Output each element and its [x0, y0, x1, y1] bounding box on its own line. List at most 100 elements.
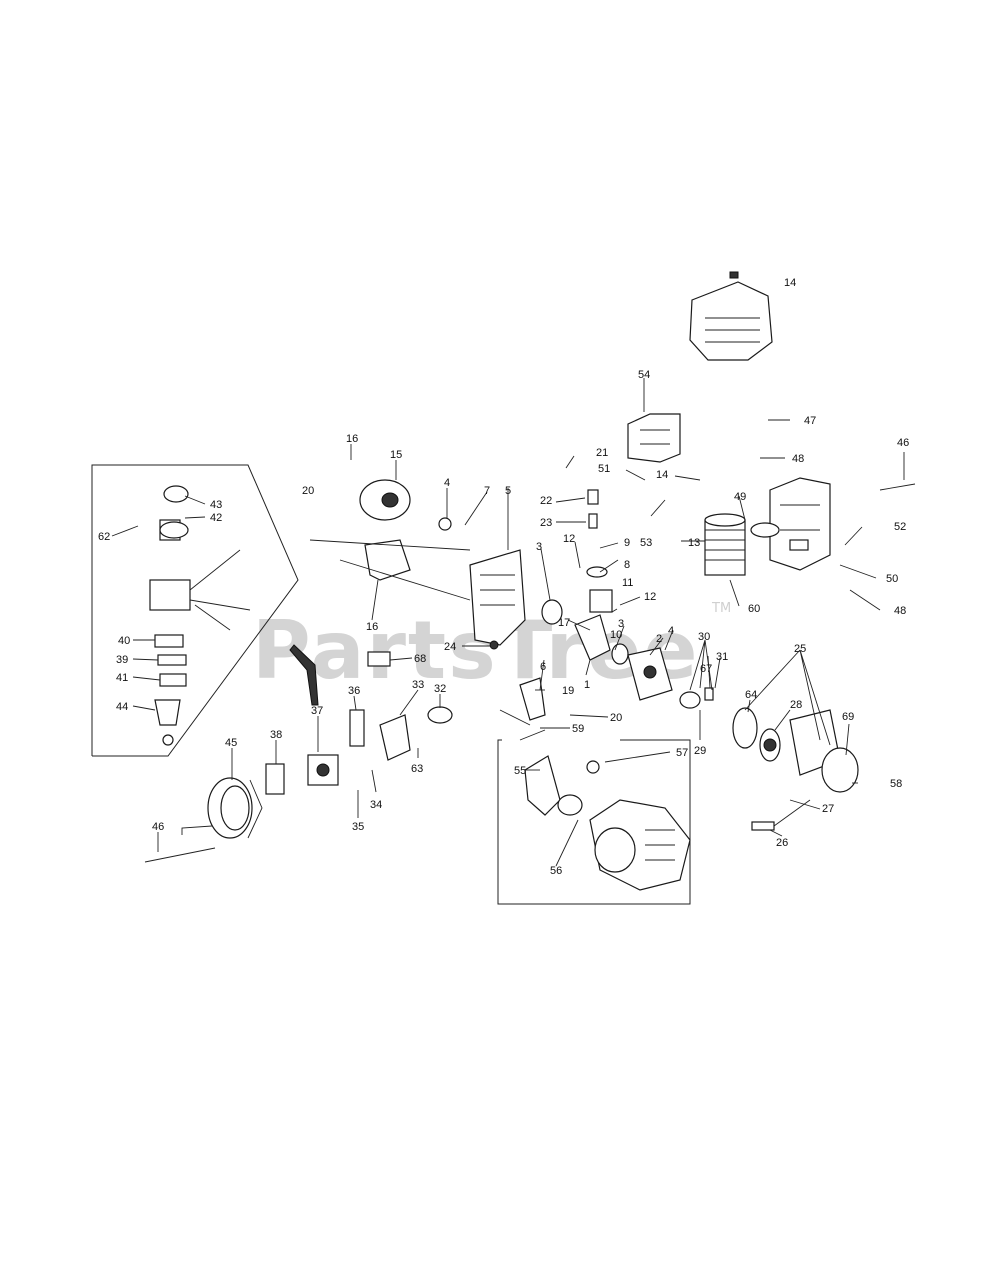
- callout-27: 27: [822, 803, 834, 815]
- callout-16: 16: [346, 433, 358, 445]
- flywheel-parts: [679, 687, 714, 709]
- carburetor-assembly-part: [149, 485, 251, 746]
- callout-15: 15: [390, 449, 402, 461]
- clutch-drum-part: [359, 479, 411, 521]
- starter-handle-part: [751, 799, 811, 831]
- intake-parts: [349, 706, 453, 761]
- muffler-gasket-part: [750, 522, 780, 538]
- callout-69: 69: [842, 711, 854, 723]
- callout-58: 58: [890, 778, 902, 790]
- crankcase-part: [309, 539, 526, 646]
- callout-7: 7: [484, 485, 490, 497]
- callout-50: 50: [886, 573, 898, 585]
- callout-36: 36: [348, 685, 360, 697]
- carburetor-detail-box: [91, 464, 299, 757]
- callout-3: 3: [536, 541, 542, 553]
- callout-41: 41: [116, 672, 128, 684]
- callout-39: 39: [116, 654, 128, 666]
- callout-17: 17: [558, 617, 570, 629]
- callout-11: 11: [622, 577, 633, 589]
- part-number-labels: 14 54 47 48 46 16 15 20 4 7 5 21 51 14 2…: [98, 277, 909, 877]
- callout-22: 22: [540, 495, 552, 507]
- seal-part: [438, 517, 452, 531]
- callout-40: 40: [118, 635, 130, 647]
- callout-2: 2: [656, 633, 662, 645]
- long-bolt-part: [144, 847, 216, 863]
- callout-51: 51: [598, 463, 610, 475]
- bearing-part: [541, 599, 563, 625]
- callout-29: 29: [694, 745, 706, 757]
- callout-20-b: 20: [610, 712, 622, 724]
- callout-30: 30: [698, 631, 710, 643]
- callout-31: 31: [716, 651, 728, 663]
- callout-46-b: 46: [152, 821, 164, 833]
- engine-inset-part: [524, 755, 691, 891]
- callout-34: 34: [370, 799, 382, 811]
- carburetor-part: [307, 754, 339, 786]
- callout-64: 64: [745, 689, 757, 701]
- callout-44: 44: [116, 701, 128, 713]
- starter-assembly-part: [732, 707, 859, 793]
- heat-shield-part: [627, 413, 681, 463]
- callout-53: 53: [640, 537, 652, 549]
- callout-9: 9: [624, 537, 630, 549]
- muffler-part: [769, 477, 831, 571]
- fuel-line-curve-part: [289, 644, 319, 706]
- callout-16-b: 16: [366, 621, 378, 633]
- primer-part: [367, 651, 391, 667]
- callout-4-b: 4: [668, 625, 674, 637]
- fastener-part: [489, 640, 499, 650]
- callout-43: 43: [210, 499, 222, 511]
- callout-48: 48: [792, 453, 804, 465]
- spark-plug-part: [587, 489, 599, 529]
- callout-47: 47: [804, 415, 816, 427]
- callout-26: 26: [776, 837, 788, 849]
- callout-48-b: 48: [894, 605, 906, 617]
- callout-3-b: 3: [618, 618, 624, 630]
- callout-56: 56: [550, 865, 562, 877]
- callout-42: 42: [210, 512, 222, 524]
- callout-38: 38: [270, 729, 282, 741]
- callout-23: 23: [540, 517, 552, 529]
- callout-59: 59: [572, 723, 584, 735]
- callout-12-b: 12: [644, 591, 656, 603]
- callout-20: 20: [302, 485, 314, 497]
- callout-54: 54: [638, 369, 650, 381]
- callout-46: 46: [897, 437, 909, 449]
- callout-10: 10: [610, 629, 622, 641]
- muffler-bolt-part: [879, 483, 916, 491]
- callout-57: 57: [676, 747, 688, 759]
- callout-63: 63: [411, 763, 423, 775]
- callout-13: 13: [688, 537, 700, 549]
- callout-60: 60: [748, 603, 760, 615]
- trademark-mark: TM: [711, 601, 731, 616]
- callout-12: 12: [563, 533, 575, 545]
- callout-28: 28: [790, 699, 802, 711]
- callout-62: 62: [98, 531, 110, 543]
- gasket-part: [265, 763, 285, 795]
- engine-cover-part: [689, 271, 773, 361]
- callout-33: 33: [412, 679, 424, 691]
- piston-crank-part: [574, 566, 629, 665]
- fuel-tank-part: [207, 777, 263, 839]
- callout-55: 55: [514, 765, 526, 777]
- callout-52: 52: [894, 521, 906, 533]
- fuel-line-part: [499, 677, 546, 741]
- callout-8: 8: [624, 559, 630, 571]
- callout-25: 25: [794, 643, 806, 655]
- callout-14: 14: [784, 277, 796, 289]
- callout-1: 1: [584, 679, 590, 691]
- crankcase-cover-part: [627, 647, 673, 701]
- callout-68: 68: [414, 653, 426, 665]
- callout-21: 21: [596, 447, 608, 459]
- callout-67: 67: [700, 663, 712, 675]
- cylinder-part: [704, 513, 746, 576]
- callout-14-b: 14: [656, 469, 668, 481]
- callout-35: 35: [352, 821, 364, 833]
- callout-32: 32: [434, 683, 446, 695]
- callout-24: 24: [444, 641, 456, 653]
- callout-49: 49: [734, 491, 746, 503]
- callout-4: 4: [444, 477, 450, 489]
